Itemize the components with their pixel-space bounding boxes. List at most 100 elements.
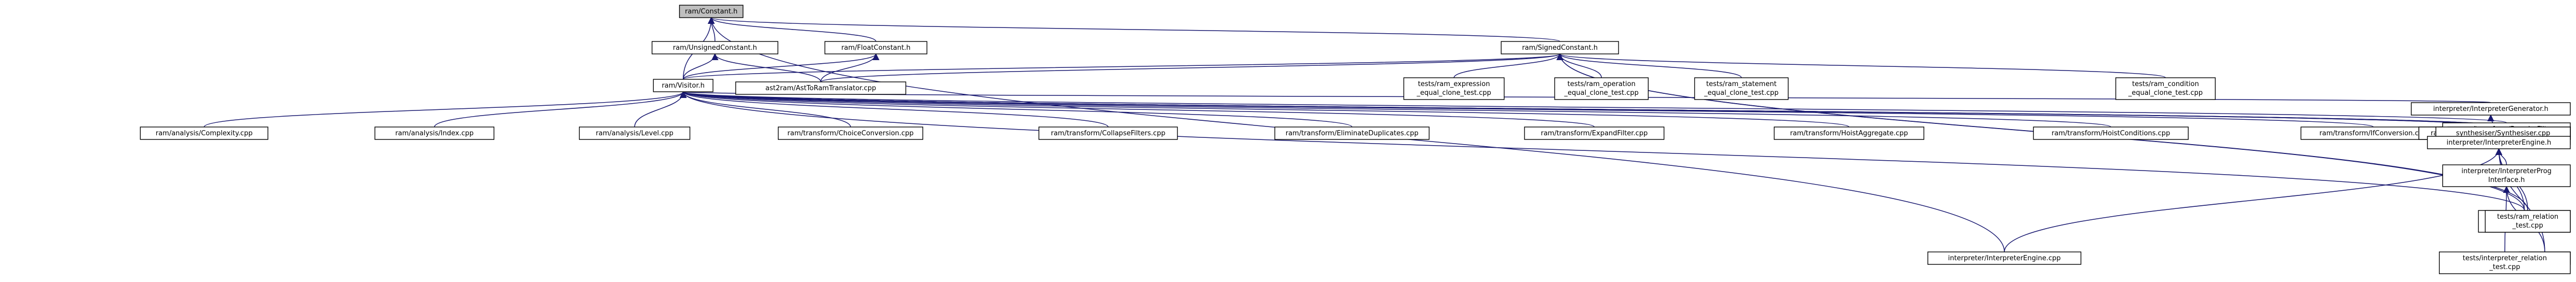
file-node-box (374, 126, 495, 140)
file-node-constant: ram/Constant.h (679, 5, 744, 18)
file-node-box (1554, 77, 1649, 100)
file-node-box (2442, 164, 2571, 187)
file-node-unsigned[interactable]: ram/UnsignedConstant.h (651, 41, 778, 54)
dependency-edge (434, 91, 687, 128)
file-node-t-rel[interactable]: tests/ram_relation_test.cpp (2485, 210, 2571, 233)
dependency-edge (1556, 53, 2166, 78)
file-node-box (1774, 126, 1924, 140)
file-node-label: ram/SignedConstant.h (1522, 44, 1598, 52)
file-node-label: _equal_clone_test.cpp (1704, 89, 1778, 97)
file-node-hoistagg[interactable]: ram/transform/HoistAggregate.cpp (1774, 126, 1924, 140)
file-node-box (2033, 126, 2189, 140)
dependency-edge (634, 91, 687, 128)
file-node-label: tests/interpreter_relation (2463, 255, 2547, 262)
file-node-box (1524, 126, 1665, 140)
file-node-interpengine-cpp[interactable]: interpreter/InterpreterEngine.cpp (1927, 251, 2082, 265)
file-node-label: tests/ram_operation (1568, 80, 1636, 88)
file-node-label: _equal_clone_test.cpp (2128, 89, 2203, 97)
file-node-box (2115, 77, 2216, 100)
dependency-edge (680, 91, 1109, 128)
file-node-label: ram/transform/IfConversion.cpp (2319, 130, 2427, 137)
file-node-interpengine-h[interactable]: interpreter/InterpreterEngine.h (2427, 136, 2571, 149)
file-node-label: interpreter/InterpreterEngine.h (2447, 139, 2552, 147)
dependency-edge (680, 91, 2111, 128)
file-node-t-expr[interactable]: tests/ram_expression_equal_clone_test.cp… (1403, 77, 1505, 100)
file-node-visitor[interactable]: ram/Visitor.h (653, 79, 713, 92)
dependency-edge (680, 91, 1353, 128)
file-node-label: ast2ram/AstToRamTranslator.cpp (765, 84, 876, 92)
file-node-signed[interactable]: ram/SignedConstant.h (1501, 41, 1619, 54)
dependency-edge (711, 53, 821, 82)
file-node-box (679, 5, 744, 18)
file-node-t-stmt[interactable]: tests/ram_statement_equal_clone_test.cpp (1694, 77, 1789, 100)
file-node-label: ram/transform/ExpandFilter.cpp (1541, 130, 1648, 137)
dependency-edge (680, 91, 1850, 128)
file-node-choice[interactable]: ram/transform/ChoiceConversion.cpp (778, 126, 923, 140)
file-node-label: _test.cpp (2489, 263, 2520, 271)
file-node-label: _test.cpp (2512, 222, 2543, 230)
dependency-edge (1556, 53, 1742, 78)
dependency-edge (204, 91, 687, 128)
file-node-box (653, 79, 713, 92)
file-node-label: tests/ram_relation (2497, 213, 2558, 221)
file-node-float[interactable]: ram/FloatConstant.h (824, 41, 927, 54)
dependency-edge (682, 53, 1563, 80)
file-node-label: ram/transform/HoistAggregate.cpp (1790, 130, 1908, 137)
file-node-box (2410, 102, 2571, 116)
dependency-edge (708, 17, 1560, 42)
file-node-interpgen[interactable]: interpreter/InterpreterGenerator.h (2410, 102, 2571, 116)
file-node-t-interprel[interactable]: tests/interpreter_relation_test.cpp (2439, 251, 2571, 274)
file-node-box (1403, 77, 1505, 100)
dependency-edge (680, 91, 851, 128)
file-node-box (2427, 136, 2571, 149)
file-node-box (2485, 210, 2571, 233)
file-node-box (1274, 126, 1430, 140)
file-node-level[interactable]: ram/analysis/Level.cpp (578, 126, 691, 140)
file-node-t-oper[interactable]: tests/ram_operation_equal_clone_test.cpp (1554, 77, 1649, 100)
file-node-label: Interface.h (2488, 176, 2525, 184)
file-node-box (824, 41, 927, 54)
file-node-label: ram/FloatConstant.h (841, 44, 910, 52)
file-node-label: synthesiser/Synthesiser.cpp (2456, 130, 2551, 137)
file-node-label: ram/transform/HoistConditions.cpp (2052, 130, 2170, 137)
file-node-label: _equal_clone_test.cpp (1564, 89, 1639, 97)
file-node-label: ram/Visitor.h (662, 82, 705, 90)
dependency-edge (820, 53, 880, 82)
file-node-box (651, 41, 778, 54)
file-node-label: _equal_clone_test.cpp (1416, 89, 1491, 97)
file-node-box (1039, 126, 1178, 140)
file-node-collapse[interactable]: ram/transform/CollapseFilters.cpp (1039, 126, 1178, 140)
file-node-label: ram/Constant.h (685, 8, 737, 16)
file-node-label: tests/ram_statement (1706, 80, 1777, 88)
dependency-edge (1453, 53, 1563, 78)
file-node-elimdup[interactable]: ram/transform/EliminateDuplicates.cpp (1274, 126, 1430, 140)
file-node-label: tests/ram_expression (1418, 80, 1490, 88)
file-node-label: ram/analysis/Level.cpp (596, 130, 673, 137)
file-node-index[interactable]: ram/analysis/Index.cpp (374, 126, 495, 140)
dependency-edge (680, 91, 2507, 123)
file-node-box (1694, 77, 1789, 100)
file-node-label: tests/ram_condition (2132, 80, 2199, 88)
file-node-complexity[interactable]: ram/analysis/Complexity.cpp (140, 126, 268, 140)
dependency-edge (2004, 148, 2503, 252)
file-node-box (778, 126, 923, 140)
file-node-box (578, 126, 691, 140)
file-nodes: ram/Constant.h ram/UnsignedConstant.h ram/… (140, 5, 2571, 274)
dependency-edge (680, 91, 1595, 128)
file-node-t-cond[interactable]: tests/ram_condition_equal_clone_test.cpp (2115, 77, 2216, 100)
file-node-box (1501, 41, 1619, 54)
file-node-label: ram/UnsignedConstant.h (673, 44, 757, 52)
file-node-label: ram/transform/EliminateDuplicates.cpp (1286, 130, 1419, 137)
file-node-box (735, 81, 907, 95)
file-node-box (140, 126, 268, 140)
file-node-hoistcond[interactable]: ram/transform/HoistConditions.cpp (2033, 126, 2189, 140)
file-node-ast2ram[interactable]: ast2ram/AstToRamTranslator.cpp (735, 81, 907, 95)
file-node-box (1927, 251, 2082, 265)
file-node-label: ram/analysis/Complexity.cpp (156, 130, 253, 137)
file-node-label: interpreter/InterpreterGenerator.h (2433, 105, 2548, 113)
file-node-label: interpreter/InterpreterProg (2461, 167, 2552, 175)
file-node-expand[interactable]: ram/transform/ExpandFilter.cpp (1524, 126, 1665, 140)
file-node-label: ram/transform/ChoiceConversion.cpp (787, 130, 913, 137)
